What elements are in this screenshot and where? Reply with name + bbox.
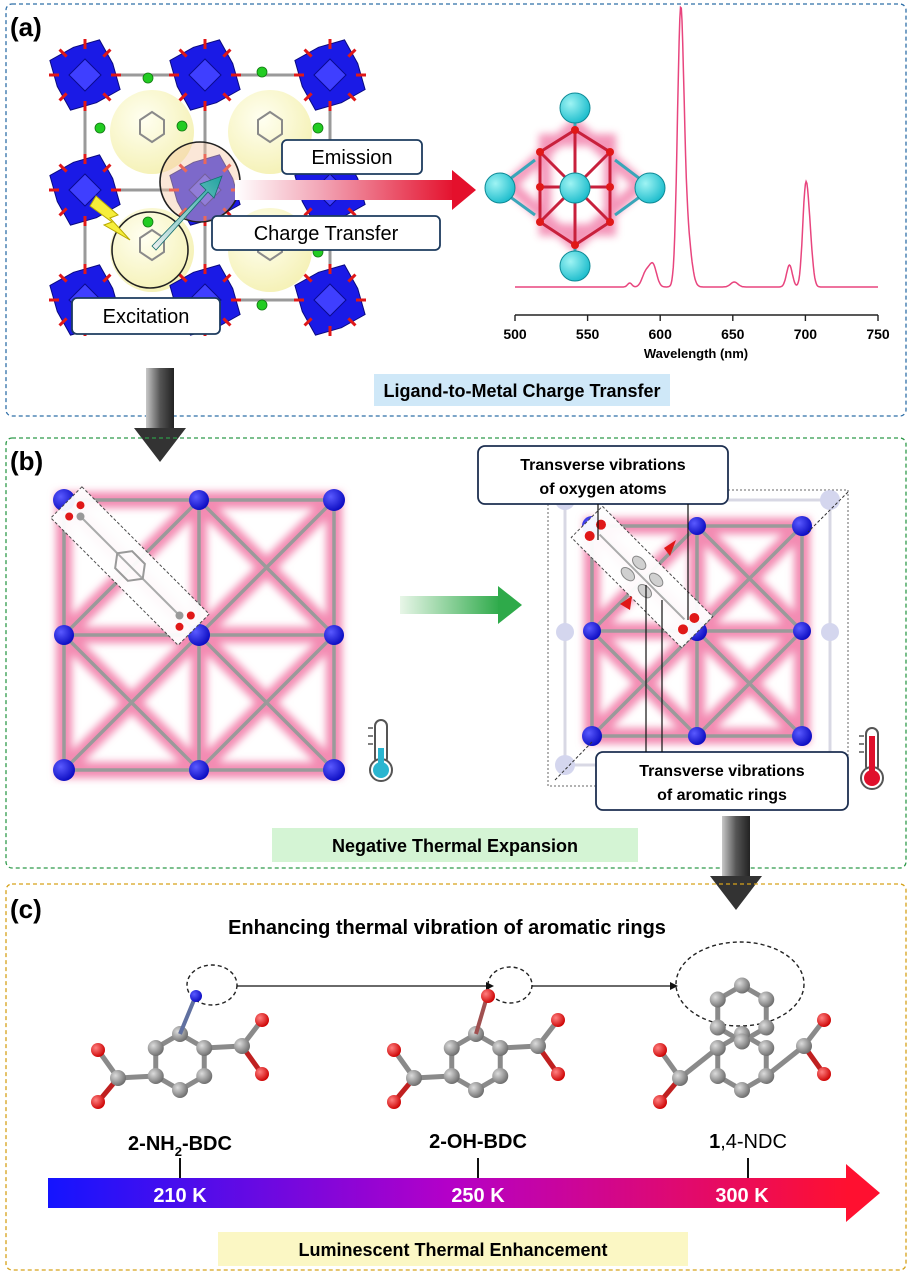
spectrum-tick-label: 550 — [576, 326, 600, 342]
spectrum-tick-label: 600 — [649, 326, 673, 342]
lanthanide-cluster-diagram — [484, 92, 666, 282]
panel-c-label: (c) — [10, 894, 42, 924]
oxygen-vibration-line2: of oxygen atoms — [539, 481, 666, 498]
temperature-gradient-arrow — [48, 1164, 880, 1222]
charge-transfer-arrow — [151, 175, 223, 251]
emission-arrow-shaft — [235, 180, 455, 200]
temperature-210: 210 K — [153, 1185, 207, 1207]
panel-a-label: (a) — [10, 12, 42, 42]
lightning-icon — [89, 195, 131, 241]
excitation-highlight — [111, 211, 189, 289]
temperature-250: 250 K — [451, 1185, 505, 1207]
spectrum-tick-label: 750 — [866, 326, 890, 342]
metal-cluster — [294, 39, 366, 111]
caption-a: Ligand-to-Metal Charge Transfer — [383, 381, 660, 401]
spectrum-line — [515, 5, 878, 288]
temperature-300: 300 K — [715, 1185, 769, 1207]
metal-cluster — [169, 39, 241, 111]
ring-vibration-line1: Transverse vibrations — [639, 763, 805, 780]
metal-cluster — [49, 39, 121, 111]
charge-transfer-callout — [211, 215, 441, 251]
caption-b-background — [272, 828, 638, 862]
emission-label: Emission — [311, 147, 392, 169]
charge-transfer-label: Charge Transfer — [254, 223, 399, 245]
thermometer-cold-icon — [368, 719, 393, 782]
panel-c-border — [5, 883, 907, 1271]
panel-b-border — [5, 437, 907, 869]
charge-transfer-highlight — [159, 141, 241, 223]
metal-cluster — [294, 264, 366, 336]
heating-arrow — [400, 586, 522, 624]
spectrum-x-label: Wavelength (nm) — [644, 346, 748, 361]
molecule-structure — [387, 989, 565, 1109]
caption-b: Negative Thermal Expansion — [332, 836, 578, 856]
lattice-cold — [50, 486, 345, 781]
molecule-2-label: 2-OH-BDC — [429, 1131, 527, 1153]
nh2-highlight — [186, 964, 238, 1006]
spectrum-tick-label: 500 — [503, 326, 527, 342]
excitation-label: Excitation — [103, 306, 190, 328]
caption-a-background — [374, 374, 670, 406]
caption-c-background — [218, 1232, 688, 1266]
molecule-3-label: 1,4-NDC — [709, 1131, 787, 1153]
oxygen-vibration-callout — [477, 445, 729, 505]
molecule-1-label: 2-NH2-BDC — [128, 1133, 232, 1159]
emission-callout — [281, 139, 423, 175]
panel-c-heading: Enhancing thermal vibration of aromatic … — [228, 917, 666, 939]
ring-vibration-callout — [595, 751, 849, 811]
oxygen-vibration-line1: Transverse vibrations — [520, 457, 686, 474]
naphthalene-highlight — [675, 941, 805, 1027]
mof-structure-illustration — [49, 39, 476, 336]
caption-c: Luminescent Thermal Enhancement — [298, 1240, 607, 1260]
excitation-callout — [71, 297, 221, 335]
panel-a-border — [5, 3, 907, 417]
panel-b-label: (b) — [10, 446, 43, 476]
down-arrow-a-to-b — [134, 368, 186, 462]
lattice-hot — [547, 489, 849, 787]
molecule-structure — [91, 990, 269, 1109]
spectrum-tick-label: 650 — [721, 326, 745, 342]
molecule-structure — [653, 977, 831, 1109]
spectrum-tick-label: 700 — [794, 326, 818, 342]
ring-vibration-line2: of aromatic rings — [657, 787, 787, 804]
down-arrow-b-to-c — [710, 816, 762, 910]
emission-arrow-head — [452, 170, 476, 210]
thermometer-hot-icon — [859, 727, 884, 790]
emission-spectrum: 500 550 600 650 700 750 Wavelength (nm) — [503, 5, 890, 361]
oh-highlight — [487, 966, 533, 1004]
